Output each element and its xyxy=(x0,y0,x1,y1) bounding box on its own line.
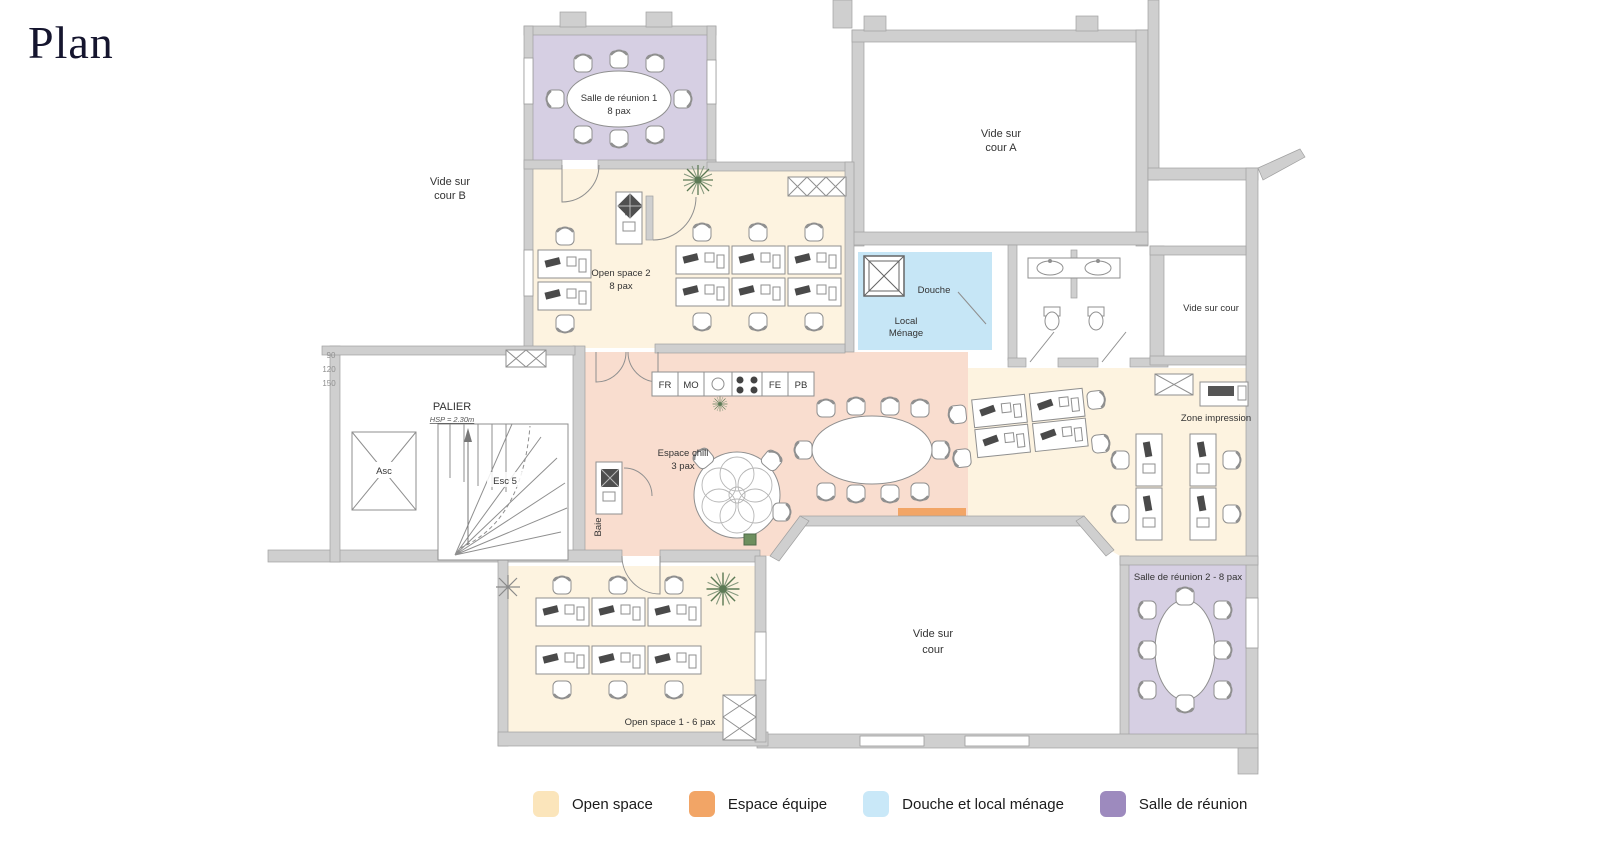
doors xyxy=(561,164,1127,595)
label-vide-cour-b-2: cour B xyxy=(434,190,466,202)
elevator xyxy=(351,431,417,511)
page-title: Plan xyxy=(28,17,114,68)
stairs xyxy=(437,423,569,561)
windows xyxy=(523,57,1259,747)
plant-icon xyxy=(705,571,741,607)
plant-icon xyxy=(682,164,714,196)
legend-item-salle-reunion: Salle de réunion xyxy=(1099,791,1248,817)
legend-label-douche: Douche et local ménage xyxy=(902,795,1064,813)
shaft-boxes xyxy=(505,176,1194,741)
label-vide-cour-bottom-2: cour xyxy=(922,644,944,656)
chill-table xyxy=(793,396,951,504)
shaft-box xyxy=(505,349,547,368)
legend-item-open-space: Open space xyxy=(533,791,653,817)
label-salle-reunion-2: Salle de réunion 2 - 8 pax xyxy=(1134,572,1243,583)
label-open-space-2: Open space 2 xyxy=(591,268,650,279)
label-baie: Baie xyxy=(593,517,604,536)
labels: Salle de réunion 1 8 pax Vide sur cour A… xyxy=(322,93,1251,728)
label-local-menage-2: Ménage xyxy=(889,328,923,339)
label-asc: Asc xyxy=(376,466,392,477)
meeting-table-2 xyxy=(1137,586,1233,714)
legend-label-salle-reunion: Salle de réunion xyxy=(1138,795,1248,813)
legend-swatch-salle-reunion xyxy=(1099,791,1126,817)
legend-swatch-open-space xyxy=(533,791,559,817)
label-local-menage-1: Local xyxy=(895,316,918,327)
label-espace-chill: Espace chill xyxy=(658,448,709,459)
label-vide-cour-a-1: Vide sur xyxy=(981,128,1021,140)
label-kitchen-fe: FE xyxy=(769,380,781,391)
label-open-space-1: Open space 1 - 6 pax xyxy=(625,717,716,728)
shaft-box xyxy=(787,176,847,197)
label-zone-impression: Zone impression xyxy=(1181,413,1251,424)
chill-corner-desk xyxy=(595,461,623,515)
printer xyxy=(1199,381,1249,407)
label-vide-cour-right: Vide sur cour xyxy=(1183,303,1239,314)
label-open-space-2-capacity: 8 pax xyxy=(609,281,632,292)
legend: Open space Espace équipe Douche et local… xyxy=(533,791,1247,817)
label-salle-reunion-1-capacity: 8 pax xyxy=(607,106,630,117)
label-dim-150: 150 xyxy=(322,379,336,388)
label-palier: PALIER xyxy=(433,401,471,413)
plant-icon xyxy=(743,533,757,546)
label-kitchen-fr: FR xyxy=(659,380,672,391)
label-vide-cour-a-2: cour A xyxy=(985,142,1017,154)
legend-swatch-espace-equipe xyxy=(688,791,715,817)
legend-label-espace-equipe: Espace équipe xyxy=(727,795,828,813)
label-douche: Douche xyxy=(918,285,951,296)
label-espace-chill-capacity: 3 pax xyxy=(671,461,694,472)
legend-label-open-space: Open space xyxy=(572,795,653,813)
label-salle-reunion-1: Salle de réunion 1 xyxy=(581,93,658,104)
room-fills xyxy=(508,35,1246,735)
shower xyxy=(863,255,905,297)
label-vide-cour-b-1: Vide sur xyxy=(430,176,470,188)
label-kitchen-pb: PB xyxy=(795,380,808,391)
meeting-table-1 xyxy=(545,49,693,149)
label-kitchen-mo: MO xyxy=(683,380,698,391)
label-esc: Esc 5 xyxy=(493,476,517,487)
label-dim-120: 120 xyxy=(322,365,336,374)
legend-swatch-douche xyxy=(863,791,890,817)
legend-item-espace-equipe: Espace équipe xyxy=(688,791,828,817)
legend-item-douche: Douche et local ménage xyxy=(863,791,1064,817)
plant-icon xyxy=(712,396,728,412)
bench-espace-equipe xyxy=(898,508,966,517)
wc-fixtures xyxy=(1027,257,1121,331)
label-vide-cour-bottom-1: Vide sur xyxy=(913,628,953,640)
shaft-box xyxy=(722,694,757,741)
label-palier-note: HSP = 2.30m xyxy=(430,415,475,424)
round-table xyxy=(689,444,792,546)
label-dim-90: 90 xyxy=(327,351,336,360)
plant-icon xyxy=(496,575,520,599)
kitchen-counter xyxy=(651,371,815,412)
shaft-box xyxy=(1154,373,1194,396)
